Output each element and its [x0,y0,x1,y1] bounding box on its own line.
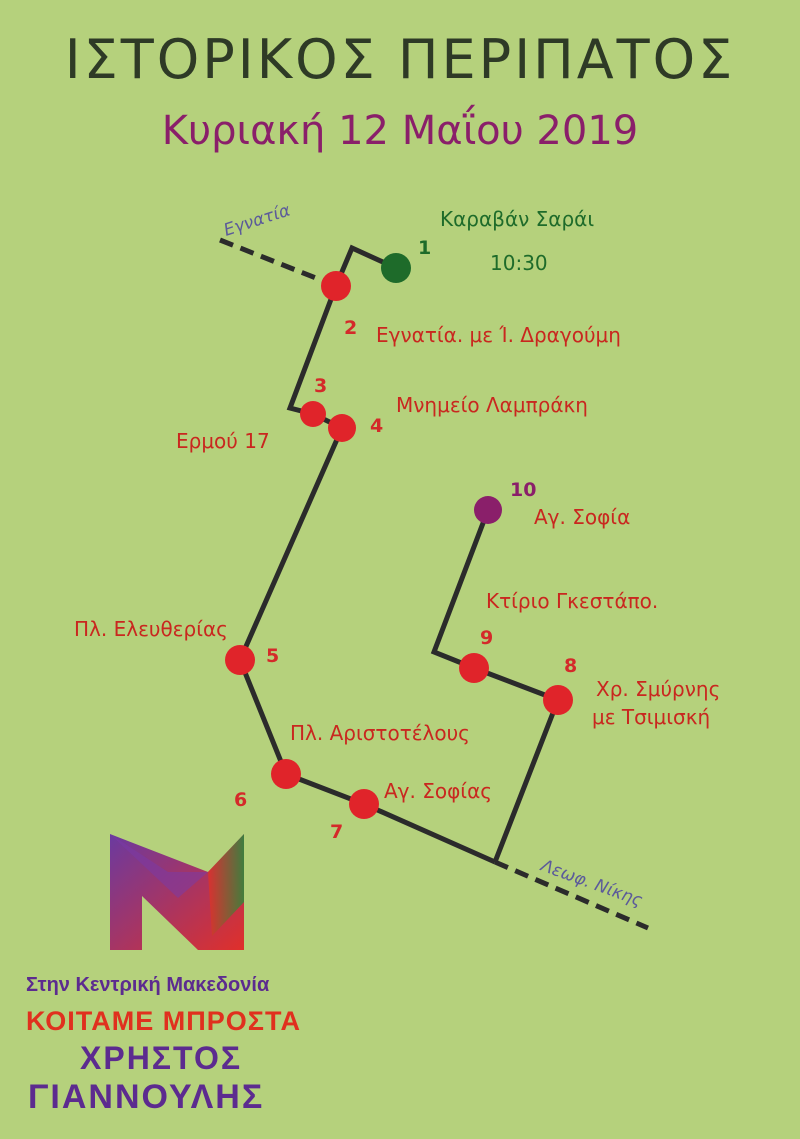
stop-label-1: Καραβάν Σαράι [440,207,594,231]
stop-label-8: Χρ. Σμύρνης [596,677,720,701]
stop-label-4: Μνημείο Λαμπράκη [396,393,588,417]
stop-number-2: 2 [344,317,357,339]
stop-number-3: 3 [314,375,327,397]
stop-label-6: Πλ. Αριστοτέλους [290,721,470,745]
stop-marker-7[interactable] [349,789,379,819]
stop-label-3: Ερμού 17 [176,429,270,453]
candidate-last-name: ΓΙΑΝΝΟΥΛΗΣ [28,1078,265,1116]
stop-number-6: 6 [234,789,247,811]
party-logo [110,834,244,950]
stop-marker-8[interactable] [543,685,573,715]
poster-date: Κυριακή 12 Μαΐου 2019 [161,108,639,154]
route-branch-path [430,509,562,863]
stop-label-10: Αγ. Σοφία [534,505,630,529]
poster-title: ΙΣΤΟΡΙΚΟΣ ΠΕΡΙΠΑΤΟΣ [64,28,736,91]
stop-marker-6[interactable] [271,759,301,789]
stop-marker-5[interactable] [225,645,255,675]
footer-slogan: ΚΟΙΤΑΜΕ ΜΠΡΟΣΤΑ [26,1006,301,1036]
stop-time-1: 10:30 [490,251,548,275]
route-main-path [237,244,497,865]
stop-marker-9[interactable] [459,653,489,683]
stop-label-8-line2: με Τσιμισκή [592,705,710,729]
leof-nikis-street-line [494,859,649,931]
stop-number-10: 10 [510,479,536,501]
stop-label-7: Αγ. Σοφίας [384,779,492,803]
stop-marker-10[interactable] [474,496,502,524]
candidate-first-name: ΧΡΗΣΤΟΣ [80,1040,243,1076]
stop-number-9: 9 [480,627,493,649]
stop-marker-3[interactable] [300,401,326,427]
route-map: Εγνατία Λεωφ. Νίκης 1 2 3 4 5 6 7 8 9 10… [74,201,720,931]
stop-number-8: 8 [564,655,577,677]
street-label-leof-nikis: Λεωφ. Νίκης [536,855,645,911]
egnatia-street-line [219,237,337,289]
stop-number-4: 4 [370,415,383,437]
footer-tagline: Στην Κεντρική Μακεδονία [26,974,270,996]
stop-label-2: Εγνατία. με Ί. Δραγούμη [376,323,621,347]
stop-marker-4[interactable] [328,414,356,442]
stop-number-5: 5 [266,645,279,667]
stop-label-5: Πλ. Ελευθερίας [74,617,228,641]
stop-number-7: 7 [330,821,343,843]
stop-number-1: 1 [418,237,431,259]
stop-marker-1[interactable] [381,253,411,283]
stop-marker-2[interactable] [321,271,351,301]
street-label-egnatia: Εγνατία [221,201,293,241]
stop-label-9: Κτίριο Γκεστάπο. [486,589,658,613]
